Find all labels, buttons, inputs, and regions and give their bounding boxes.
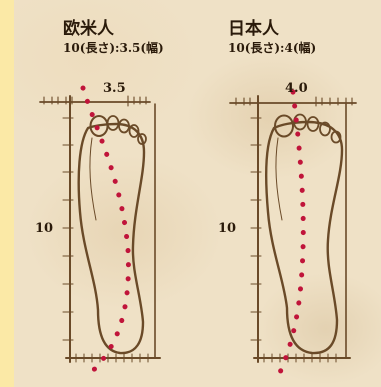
japanese-width-label: 4.0 <box>285 81 308 96</box>
japanese-ratio-label: 10(長さ):4(幅) <box>228 39 316 56</box>
japanese-title: 日本人 <box>228 14 279 39</box>
japanese-length-label: 10 <box>218 221 236 236</box>
